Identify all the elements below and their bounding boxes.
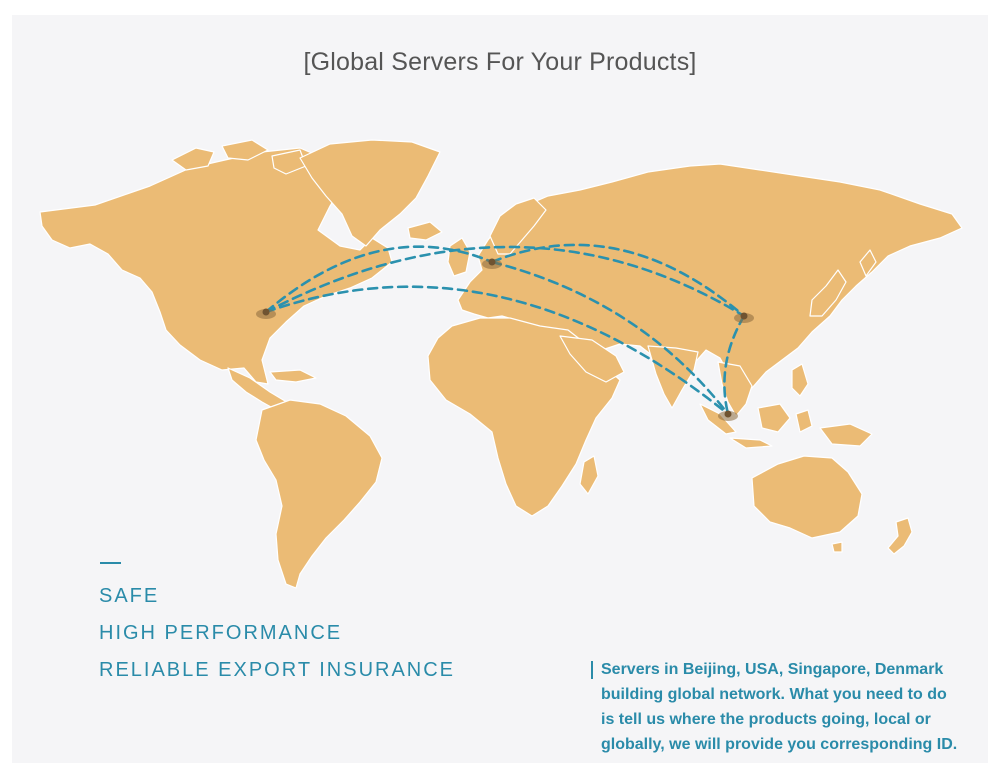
borneo (757, 403, 791, 433)
tasmania (831, 541, 843, 553)
section-divider (100, 562, 121, 564)
india (647, 345, 699, 409)
new-guinea (819, 423, 873, 447)
sakhalin (859, 249, 877, 277)
sulawesi (795, 409, 813, 433)
info-line: building global network. What you need t… (601, 686, 947, 703)
info-paragraph: Servers in Beijing, USA, Singapore, Denm… (601, 657, 991, 757)
philippines (791, 363, 809, 397)
server-hub-singapore (718, 410, 738, 421)
continent-south-america (255, 399, 383, 589)
route-beijing-singapore (723, 314, 746, 416)
feature-high-performance: HIGH PERFORMANCE (99, 622, 343, 644)
info-line: is tell us where the products going, loc… (601, 711, 931, 728)
page-title: [Global Servers For Your Products] (303, 48, 697, 76)
arctic-islands (171, 147, 215, 171)
arctic-islands (271, 149, 307, 175)
route-usa-beijing (264, 245, 746, 318)
server-hub-denmark (482, 258, 502, 269)
server-hub-beijing (734, 312, 754, 323)
route-usa-denmark (264, 245, 494, 314)
info-accent-bar (591, 661, 593, 679)
feature-reliable-export-insurance: RELIABLE EXPORT INSURANCE (99, 659, 456, 681)
madagascar (579, 455, 599, 495)
continent-africa (427, 317, 621, 517)
info-line: Servers in Beijing, USA, Singapore, Denm… (601, 661, 944, 678)
sumatra (699, 403, 737, 435)
australia (751, 455, 863, 539)
route-usa-singapore (264, 285, 730, 416)
scandinavia (489, 197, 547, 255)
great-britain (447, 237, 471, 277)
java (729, 437, 773, 449)
southeast-asia (717, 361, 753, 417)
japan (809, 269, 847, 317)
route-denmark-beijing (490, 243, 746, 318)
feature-safe: SAFE (99, 585, 160, 607)
greenland (299, 139, 441, 247)
caribbean-islands (269, 369, 317, 383)
route-denmark-singapore (490, 260, 730, 416)
arabian-peninsula (559, 335, 625, 383)
iceland (407, 221, 443, 241)
arctic-islands (221, 139, 269, 161)
info-line: globally, we will provide you correspond… (601, 736, 958, 753)
new-zealand (887, 517, 913, 555)
server-hub-usa (256, 308, 276, 319)
